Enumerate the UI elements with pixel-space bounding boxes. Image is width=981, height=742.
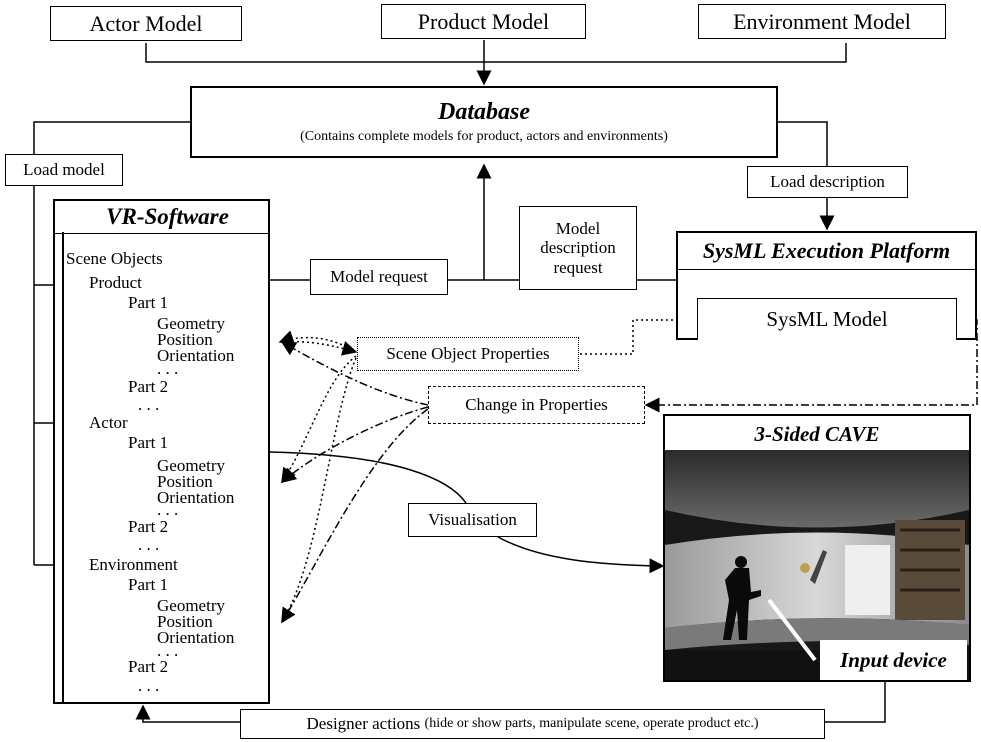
- change-in-properties-box: Change in Properties: [428, 386, 645, 424]
- tree-item-actor-part1[interactable]: Part 1: [128, 433, 169, 452]
- visualisation-label-box: Visualisation: [408, 503, 537, 537]
- top-models-connector: [145, 40, 847, 86]
- model-description-request-line2: description: [540, 238, 616, 258]
- tree-item-environment-more-parts: . . .: [138, 676, 160, 695]
- tree-item-environment-part2[interactable]: Part 2: [128, 657, 169, 676]
- model-description-request-line3: request: [553, 257, 603, 277]
- designer-actions-detail: (hide or show parts, manipulate scene, o…: [424, 715, 759, 731]
- actor-model-label: Actor Model: [89, 10, 203, 36]
- input-device-label: Input device: [840, 647, 947, 672]
- sysml-model-box: SysML Model: [697, 298, 957, 340]
- tree-item-environment-geometry[interactable]: Geometry: [157, 596, 225, 615]
- sysml-model-label: SysML Model: [766, 307, 888, 332]
- tree-item-actor-orientation[interactable]: Orientation: [157, 488, 235, 507]
- tree-item-actor-part2[interactable]: Part 2: [128, 517, 169, 536]
- database-subtitle: (Contains complete models for product, a…: [300, 129, 668, 145]
- scene-object-properties-box: Scene Object Properties: [357, 337, 579, 371]
- database-title: Database: [438, 98, 530, 125]
- environment-model-label: Environment Model: [733, 8, 911, 34]
- tree-item-actor[interactable]: Actor: [89, 413, 128, 432]
- tree-item-product-part1[interactable]: Part 1: [128, 293, 169, 312]
- model-description-request-line1: Model: [555, 218, 601, 238]
- visualisation-label: Visualisation: [428, 510, 517, 530]
- tree-item-actor-geometry[interactable]: Geometry: [157, 456, 225, 475]
- tree-item-actor-position[interactable]: Position: [157, 472, 213, 491]
- database-box: Database (Contains complete models for p…: [190, 86, 778, 158]
- scene-objects-frame-line: [62, 232, 64, 704]
- load-description-label-box: Load description: [747, 166, 908, 198]
- scene-object-properties-connector: [278, 312, 695, 624]
- scene-object-properties-label: Scene Object Properties: [386, 344, 550, 364]
- tree-item-environment[interactable]: Environment: [89, 555, 178, 574]
- tree-item-actor-more-props: . . .: [157, 500, 179, 519]
- tree-item-product[interactable]: Product: [89, 273, 142, 292]
- scene-objects-label: Scene Objects: [66, 249, 163, 268]
- change-in-properties-connector: [280, 319, 978, 624]
- tree-item-actor-more-parts: . . .: [138, 535, 160, 554]
- tree-item-product-more-props: . . .: [157, 359, 179, 378]
- tree-item-product-more-parts: . . .: [138, 395, 160, 414]
- load-model-label-box: Load model: [5, 154, 123, 186]
- load-description-label: Load description: [770, 172, 885, 192]
- tree-item-environment-orientation[interactable]: Orientation: [157, 628, 235, 647]
- tree-item-product-part2[interactable]: Part 2: [128, 377, 169, 396]
- change-in-properties-label: Change in Properties: [465, 395, 608, 415]
- load-model-label: Load model: [23, 160, 105, 180]
- product-model-label: Product Model: [417, 8, 550, 34]
- tree-item-product-orientation[interactable]: Orientation: [157, 346, 235, 365]
- model-request-label: Model request: [330, 267, 428, 287]
- sysml-platform-title: SysML Execution Platform: [678, 233, 975, 271]
- environment-model-box: Environment Model: [698, 4, 946, 39]
- vr-software-box: VR-Software: [53, 199, 270, 704]
- tree-item-product-position[interactable]: Position: [157, 330, 213, 349]
- vr-software-title: VR-Software: [55, 201, 268, 234]
- tree-item-environment-part1[interactable]: Part 1: [128, 575, 169, 594]
- visualisation-connector: [269, 451, 665, 574]
- actor-model-box: Actor Model: [50, 6, 242, 41]
- designer-actions-box: Designer actions (hide or show parts, ma…: [240, 709, 825, 739]
- model-request-label-box: Model request: [310, 259, 448, 295]
- input-device-label-box: Input device: [820, 640, 967, 680]
- model-description-request-box: Model description request: [519, 206, 637, 290]
- tree-item-environment-more-props: . . .: [157, 641, 179, 660]
- tree-item-environment-position[interactable]: Position: [157, 612, 213, 631]
- cave-title: 3-Sided CAVE: [754, 422, 880, 446]
- product-model-box: Product Model: [381, 4, 586, 39]
- designer-actions-connector: [135, 682, 886, 723]
- tree-item-product-geometry[interactable]: Geometry: [157, 314, 225, 333]
- designer-actions-label: Designer actions: [306, 714, 421, 734]
